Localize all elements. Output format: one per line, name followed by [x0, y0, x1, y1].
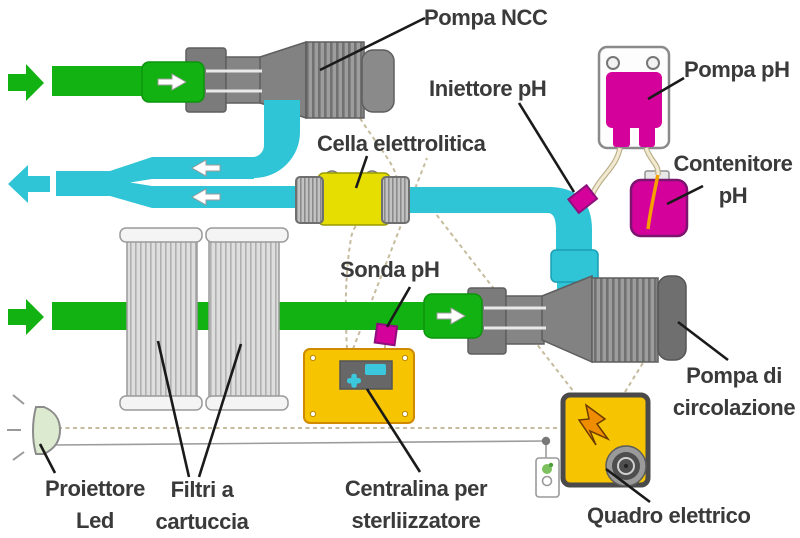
filtro-cartuccia-2 — [205, 227, 289, 411]
contenitore-ph-device — [629, 170, 689, 238]
label-quadro-elettrico: Quadro elettrico — [587, 503, 751, 528]
label-iniettore-ph: Iniettore pH — [429, 76, 547, 101]
cyan-elbow-ncc — [242, 100, 300, 178]
ph-tubes — [589, 146, 661, 197]
label-pompa-ph: Pompa pH — [684, 57, 790, 82]
quadro-elettrico-device — [560, 392, 651, 488]
label-proiettore-led: Proiettore Led — [6, 473, 184, 537]
cyan-return-pipes — [56, 157, 300, 208]
label-centralina-line1: Centralina per — [344, 476, 488, 501]
pointer-pompa-ph — [647, 76, 685, 101]
centralina-device — [303, 348, 415, 424]
label-pompa-circ-line1: Pompa di — [686, 363, 782, 388]
filtro-cartuccia-1 — [119, 227, 203, 411]
iniettore-ph-device — [567, 183, 599, 215]
pointer-proiettore — [38, 443, 57, 474]
label-centralina: Centralina per sterliizzatore — [325, 473, 507, 537]
label-filtri-line1: Filtri a — [170, 477, 234, 502]
remote-control — [535, 457, 560, 498]
pointer-contenitore — [666, 184, 704, 206]
lightning-icon — [577, 403, 611, 446]
inlet-top-arrow — [8, 64, 44, 101]
label-filtri-line2: cartuccia — [155, 508, 249, 534]
pointer-filtro-2 — [197, 343, 243, 478]
pompa-ncc-device — [185, 40, 395, 120]
cella-elettrolitica-device — [295, 170, 552, 226]
remote-wire — [53, 440, 547, 459]
cell-union-nut-left — [295, 176, 324, 224]
label-contenitore-ph: Contenitore pH — [668, 148, 798, 212]
pointer-pompa-circ — [677, 320, 729, 362]
light-rays-icon — [7, 394, 25, 461]
label-pompa-ncc: Pompa NCC — [424, 5, 548, 30]
panel-gauge — [605, 445, 647, 487]
pointer-iniettore — [517, 102, 576, 193]
pointer-lines — [38, 16, 729, 504]
label-centralina-line2: sterliizzatore — [351, 507, 481, 533]
label-contenitore-line2: pH — [718, 182, 748, 208]
pointer-centralina — [365, 388, 422, 473]
pointer-sonda — [385, 286, 412, 328]
proiettore-led-device — [7, 394, 62, 461]
label-pompa-circ-line2: circolazione — [672, 394, 796, 420]
label-contenitore-line1: Contenitore — [673, 151, 793, 176]
label-sonda-ph: Sonda pH — [340, 257, 440, 282]
pointer-cella — [354, 155, 369, 189]
centralina-display — [365, 364, 386, 375]
green-inlet-top — [8, 61, 205, 103]
pointer-quadro — [605, 467, 651, 504]
pipe-arrow-return-lower — [190, 188, 221, 206]
inlet-bottom-arrow — [8, 299, 44, 335]
suction-tube-orange — [646, 173, 660, 230]
cyan-pipe-coupling — [550, 249, 599, 283]
label-cella-elettrolitica: Cella elettrolitica — [317, 131, 486, 156]
pompa-ph-device — [597, 45, 671, 150]
pompa-circolazione-device — [467, 274, 687, 364]
pointer-pompa-ncc — [319, 16, 426, 72]
label-proiettore-line2: Led — [76, 507, 114, 533]
sonda-ph-device — [373, 322, 399, 347]
wire-quadro-pipe — [414, 186, 578, 397]
label-filtri-cartuccia: Filtri a cartuccia — [128, 474, 276, 538]
pointer-filtro-1 — [156, 340, 191, 478]
ncc-motor-fins — [305, 41, 365, 119]
cell-union-nut-right — [381, 176, 410, 224]
remote-ring-button — [541, 475, 553, 487]
pipe-arrow-return-upper — [190, 159, 221, 177]
pipe-arrow-bottom-coupling — [436, 307, 467, 325]
wire-junction-dot — [541, 436, 551, 446]
circ-motor-fins — [591, 277, 659, 363]
pipe-arrow-top-coupling — [157, 73, 188, 91]
label-proiettore-line1: Proiettore — [45, 476, 145, 501]
label-pompa-circolazione: Pompa di circolazione — [664, 360, 800, 424]
outlet-left-arrow — [8, 165, 50, 203]
